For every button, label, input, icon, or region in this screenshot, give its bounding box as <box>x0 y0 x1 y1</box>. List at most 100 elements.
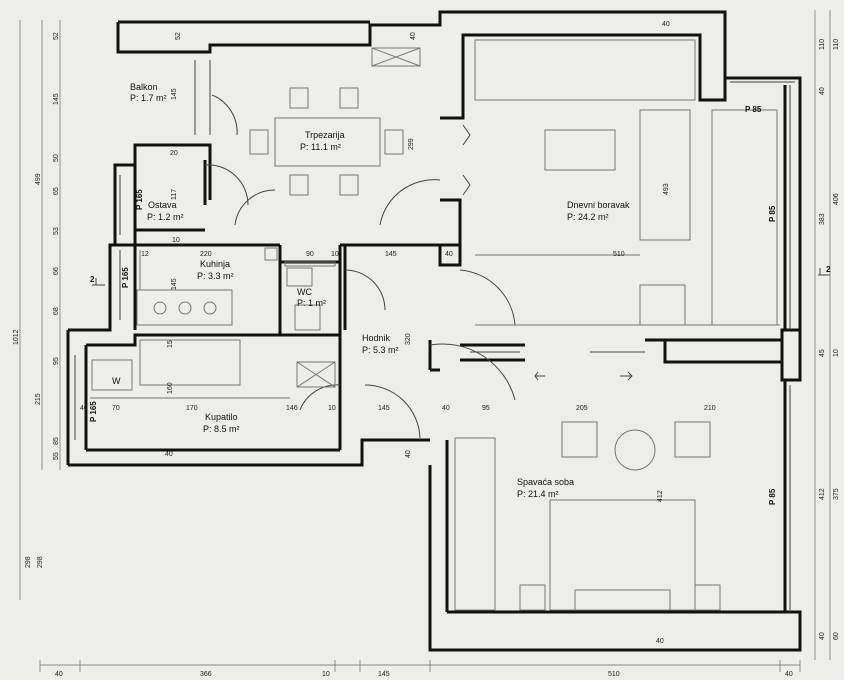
dim-text: 145 <box>378 671 390 678</box>
dim-text: 499 <box>35 173 42 185</box>
dim-text: 45 <box>819 349 826 357</box>
room-area-spavaca: P: 21.4 m² <box>517 489 559 499</box>
dim-text: 15 <box>167 340 174 348</box>
room-area-ostava: P: 1.2 m² <box>147 212 184 222</box>
dim-text: 40 <box>819 87 826 95</box>
dim-text: 95 <box>53 357 60 365</box>
dim-text: 10 <box>331 251 339 258</box>
dim-text: 52 <box>175 32 182 40</box>
dim-text: 145 <box>378 405 390 412</box>
window-label-p85-bedroom: P 85 <box>768 488 777 505</box>
dim-text: 90 <box>306 251 314 258</box>
dim-text: 298 <box>37 556 44 568</box>
left-dimensions: 52 145 499 50 65 53 66 68 1012 95 215 85… <box>13 32 60 568</box>
room-area-dnevni: P: 24.2 m² <box>567 212 609 222</box>
dim-text: 10 <box>172 237 180 244</box>
dim-text: 10 <box>833 349 840 357</box>
dim-text: 299 <box>408 138 415 150</box>
interior-dimensions: 52 40 40 145 20 299 117 10 12 220 90 10 … <box>80 21 716 645</box>
room-name-wc: WC <box>297 287 312 297</box>
dim-text: 40 <box>165 451 173 458</box>
dim-text: 60 <box>833 632 840 640</box>
room-name-hodnik: Hodnik <box>362 333 391 343</box>
dim-text: 20 <box>170 150 178 157</box>
right-dimensions: 110 110 40 406 383 45 10 412 375 60 40 <box>819 39 840 640</box>
dim-text: 412 <box>819 488 826 500</box>
dim-text: 70 <box>112 405 120 412</box>
dim-text: 117 <box>171 189 178 200</box>
dim-text: 52 <box>53 32 60 40</box>
room-area-kuhinja: P: 3.3 m² <box>197 271 234 281</box>
dim-text: 510 <box>608 671 620 678</box>
dim-text: 55 <box>53 452 60 460</box>
dim-text: 320 <box>405 333 412 345</box>
dim-text: 298 <box>25 556 32 568</box>
room-labels: Balkon P: 1.7 m² Trpezarija P: 11.1 m² D… <box>112 82 630 499</box>
window-label-p85-top: P 85 <box>745 105 762 114</box>
dim-text: 145 <box>53 93 60 105</box>
dim-text: 366 <box>200 671 212 678</box>
dim-text: 66 <box>53 267 60 275</box>
furniture <box>90 39 795 612</box>
dim-text: 68 <box>53 307 60 315</box>
doors <box>204 94 516 439</box>
dim-text: 145 <box>171 88 178 100</box>
dim-text: 12 <box>141 251 149 258</box>
washer-label: W <box>112 376 121 386</box>
dim-text: 493 <box>663 183 670 195</box>
room-area-kupatilo: P: 8.5 m² <box>203 424 240 434</box>
dim-text: 10 <box>322 671 330 678</box>
dim-text: 65 <box>53 187 60 195</box>
room-name-kuhinja: Kuhinja <box>200 259 230 269</box>
room-area-balkon: P: 1.7 m² <box>130 93 167 103</box>
dim-text: 215 <box>35 393 42 405</box>
dim-text: 53 <box>53 227 60 235</box>
dim-text: 40 <box>442 405 450 412</box>
room-name-dnevni: Dnevni boravak <box>567 200 630 210</box>
dimension-lines <box>19 10 831 672</box>
dim-text: 40 <box>819 632 826 640</box>
room-name-ostava: Ostava <box>148 200 177 210</box>
dim-text: 110 <box>833 39 840 50</box>
dim-text: 110 <box>819 39 826 50</box>
dim-text: 510 <box>613 251 625 258</box>
dim-text: 40 <box>410 32 417 40</box>
dim-text: 406 <box>833 193 840 205</box>
dim-text: 1012 <box>13 329 20 345</box>
room-name-trpezarija: Trpezarija <box>305 130 345 140</box>
bottom-dimensions: 40 366 10 145 510 40 <box>55 671 793 678</box>
room-name-kupatilo: Kupatilo <box>205 412 238 422</box>
dim-text: 205 <box>576 405 588 412</box>
room-area-wc: P: 1 m² <box>297 298 326 308</box>
window-label-p165-kupatilo: P 165 <box>89 401 98 422</box>
dim-text: 146 <box>286 405 298 412</box>
dim-text: 10 <box>328 405 336 412</box>
dim-text: 40 <box>55 671 63 678</box>
dim-text: 40 <box>445 251 453 258</box>
dim-text: 40 <box>80 405 88 412</box>
dim-text: 40 <box>785 671 793 678</box>
dim-text: 170 <box>186 405 198 412</box>
section-mark-right: 2 <box>826 265 831 274</box>
dim-text: 145 <box>171 278 178 290</box>
window-label-p165-kuhinja: P 165 <box>121 267 130 288</box>
dim-text: 50 <box>53 154 60 162</box>
dim-text: 40 <box>405 450 412 458</box>
room-name-balkon: Balkon <box>130 82 158 92</box>
section-mark-left: 2 <box>90 275 95 284</box>
dim-text: 210 <box>704 405 716 412</box>
room-area-hodnik: P: 5.3 m² <box>362 345 399 355</box>
dim-text: 160 <box>167 382 174 394</box>
dim-text: 383 <box>819 213 826 225</box>
dim-text: 95 <box>482 405 490 412</box>
dim-text: 375 <box>833 488 840 500</box>
dim-text: 220 <box>200 251 212 258</box>
dim-text: 40 <box>656 638 664 645</box>
room-area-trpezarija: P: 11.1 m² <box>300 142 341 152</box>
dim-text: 145 <box>385 251 397 258</box>
window-label-p85-living: P 85 <box>768 205 777 222</box>
window-label-p165-ostava: P 165 <box>135 189 144 210</box>
dim-text: 40 <box>662 21 670 28</box>
dim-text: 85 <box>53 437 60 445</box>
